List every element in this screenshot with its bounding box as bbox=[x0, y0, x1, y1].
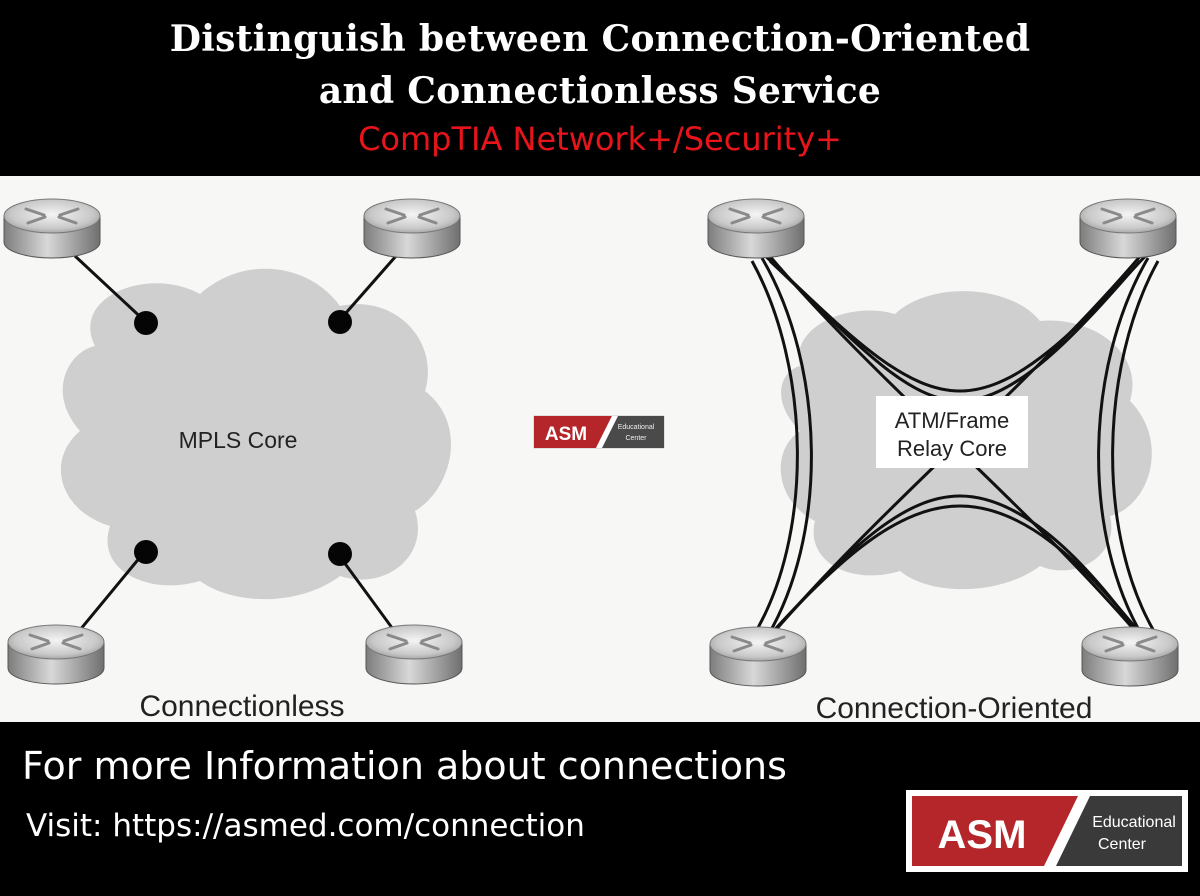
router-icon-top-right bbox=[362, 197, 462, 260]
vc-left bbox=[750, 260, 799, 639]
logo-line2: Center bbox=[1098, 836, 1147, 853]
diagram-panel: MPLS Core Connectionless ASM Educational… bbox=[0, 176, 1200, 722]
footer: For more Information about connections V… bbox=[0, 722, 1200, 896]
page-title-line-1: Distinguish between Connection-Oriented bbox=[169, 18, 1031, 60]
link-top-left bbox=[73, 254, 150, 326]
vc-left-inner bbox=[760, 257, 813, 643]
edge-node-bottom-left bbox=[134, 540, 158, 564]
router-icon-top-left bbox=[2, 197, 102, 260]
link-bottom-right bbox=[336, 553, 400, 637]
footer-info-text: For more Information about connections bbox=[22, 744, 787, 788]
asm-watermark-logo: ASM Educational Center bbox=[533, 415, 665, 449]
router-icon-top-right-co bbox=[1078, 197, 1178, 260]
vc-right bbox=[1111, 260, 1160, 639]
atm-core-label-line1: ATM/Frame bbox=[895, 408, 1009, 433]
router-icon-bottom-left-co bbox=[708, 625, 808, 688]
router-icon-bottom-right-co bbox=[1080, 625, 1180, 688]
router-icon-bottom-left bbox=[6, 623, 106, 686]
mpls-links bbox=[73, 254, 400, 637]
mpls-core-label: MPLS Core bbox=[179, 427, 298, 453]
router-icon-bottom-right bbox=[364, 623, 464, 686]
atm-core-label-box bbox=[876, 396, 1028, 468]
page-subtitle: CompTIA Network+/Security+ bbox=[358, 120, 842, 158]
logo-brand: ASM bbox=[938, 813, 1027, 857]
logo-line1: Educational bbox=[1092, 814, 1176, 831]
watermark-line2: Center bbox=[625, 435, 647, 442]
router-icon-top-left-co bbox=[706, 197, 806, 260]
watermark-brand: ASM bbox=[545, 424, 587, 445]
header: Distinguish between Connection-Oriented … bbox=[0, 0, 1200, 176]
link-top-right bbox=[336, 255, 398, 323]
page-title-line-2: and Connectionless Service bbox=[318, 70, 882, 112]
watermark-line1: Educational bbox=[618, 424, 655, 431]
asm-logo: ASM Educational Center bbox=[906, 790, 1188, 872]
edge-node-top-left bbox=[134, 311, 158, 335]
vc-right-inner bbox=[1097, 257, 1150, 643]
footer-visit-link[interactable]: Visit: https://asmed.com/connection bbox=[26, 808, 585, 844]
edge-node-bottom-right bbox=[328, 542, 352, 566]
edge-node-top-right bbox=[328, 310, 352, 334]
network-diagram: MPLS Core Connectionless ASM Educational… bbox=[2, 197, 1180, 722]
link-bottom-left bbox=[73, 549, 148, 637]
connectionless-caption: Connectionless bbox=[139, 690, 344, 722]
connection-oriented-caption: Connection-Oriented bbox=[816, 692, 1093, 722]
mpls-cloud bbox=[60, 268, 452, 600]
atm-core-label-line2: Relay Core bbox=[897, 436, 1007, 461]
